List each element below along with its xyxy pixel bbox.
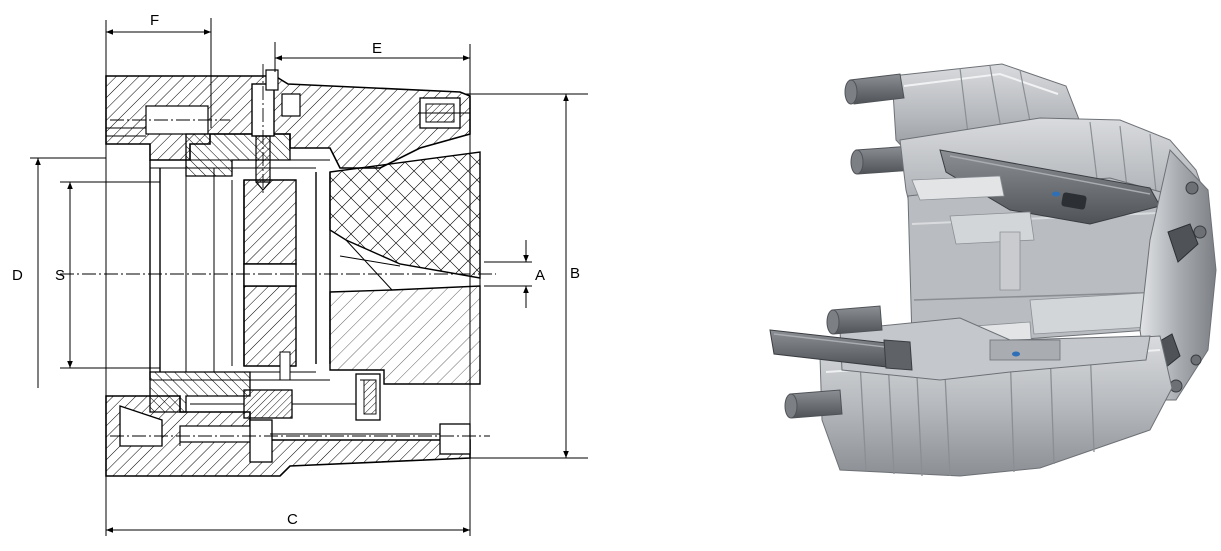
lower-seal: [1012, 351, 1020, 357]
cutaway-render: [769, 63, 1217, 477]
inner-ring-lower: [149, 371, 251, 413]
dim-label-D: D: [12, 267, 23, 284]
dim-label-A: A: [535, 267, 545, 284]
dim-label-E: E: [372, 40, 382, 57]
lower-pin: [190, 351, 356, 419]
section-drawing: F E D S A B C: [12, 12, 588, 536]
conical-body-lower: [329, 285, 481, 385]
jaw-upper: [1167, 223, 1199, 263]
lower-bolt: [119, 405, 471, 463]
dim-label-F: F: [150, 12, 159, 29]
lower-pins: [784, 305, 883, 419]
top-right-screw: [418, 97, 470, 129]
upper-seal: [1052, 191, 1060, 197]
lower-rod: [769, 329, 913, 371]
upper-pins: [844, 73, 915, 175]
inner-ring-upper: [185, 133, 291, 177]
dim-label-C: C: [287, 511, 298, 528]
piston-upper: [243, 179, 297, 265]
conical-body: [329, 151, 481, 279]
piston-bore: [243, 263, 297, 287]
lower-jaw-block: [355, 373, 381, 421]
jaw-bolts: [1169, 181, 1207, 393]
dim-label-B: B: [570, 265, 580, 282]
extension-lines: [30, 18, 588, 536]
dimension-lines: [35, 29, 569, 533]
dim-label-S: S: [55, 267, 65, 284]
upper-rod: [939, 149, 1161, 225]
